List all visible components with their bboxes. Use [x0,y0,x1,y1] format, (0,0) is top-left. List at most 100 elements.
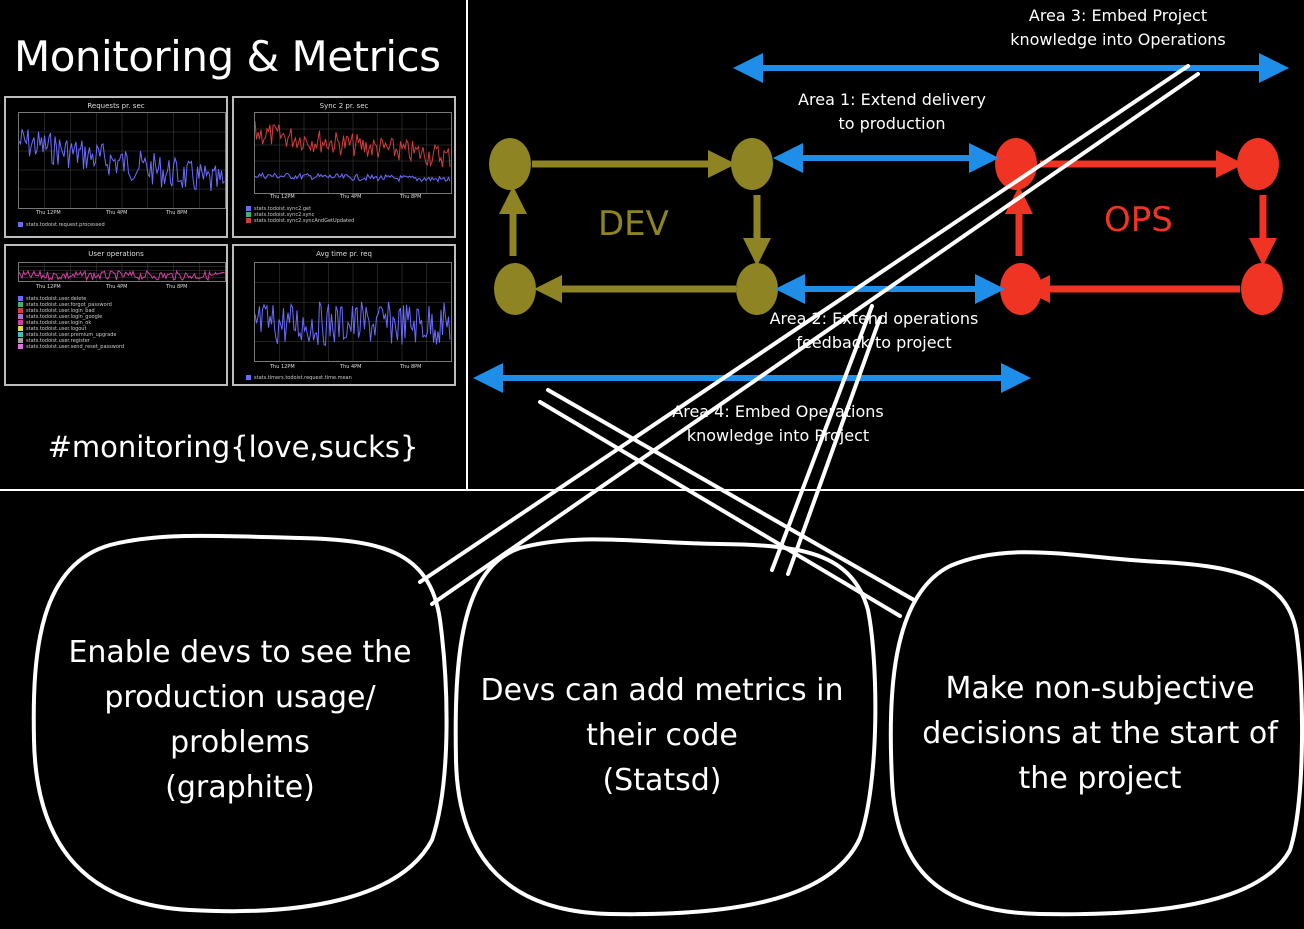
area3-line2: knowledge into Operations [1010,30,1226,49]
legend-item: stats.todoist.user.send_reset_password [18,344,124,350]
ops-node-bl [1000,263,1042,315]
legend: stats.timers.todoist.request.time.mean [246,375,352,381]
x-tick: Thu 4PM [106,284,128,290]
area2-label: Area 2: Extend operations feedback to pr… [760,307,988,355]
graph-panel-requests: Requests pr. sec Thu 12PM Thu 4PM Thu 8P… [4,96,228,238]
dev-node-tr [731,138,773,190]
x-tick: Thu 8PM [400,194,422,200]
plot-area [254,112,452,194]
legend-label: stats.todoist.user.logout [26,326,87,332]
legend-label: stats.todoist.user.send_reset_password [26,344,125,350]
chalk-line-1a [418,64,1190,584]
x-tick: Thu 4PM [340,364,362,370]
dev-label: DEV [598,204,669,244]
bubble-1-line: Enable devs to see the [68,635,412,670]
x-tick: Thu 8PM [166,284,188,290]
legend-item: stats.todoist.sync2.get [246,206,354,212]
legend: stats.todoist.user.delete stats.todoist.… [18,296,124,350]
x-tick: Thu 8PM [400,364,422,370]
legend-label: stats.todoist.user.login_google [26,314,103,320]
legend-item: stats.todoist.user.register [18,338,124,344]
legend-label: stats.todoist.sync2.sync [254,212,315,218]
bubble-3-line: Make non-subjective [945,671,1255,706]
area3-line1: Area 3: Embed Project [1028,6,1208,25]
area1-line1: Area 1: Extend delivery [798,90,986,109]
series-line-blue [254,172,451,183]
chalk-bubbles [31,533,1304,917]
bubble-2-line: Devs can add metrics in [480,673,844,708]
panel-title: Sync 2 pr. sec [319,102,369,110]
series-line [254,301,451,346]
bubble-1-line: (graphite) [165,770,315,805]
series-line [18,129,225,192]
bubble-1-line: production usage/ [104,680,376,715]
chalk-callouts [418,64,1200,618]
legend-label: stats.timers.todoist.request.time.mean [254,375,352,381]
plot-svg [18,263,225,282]
legend-item: stats.todoist.sync2.sync [246,212,354,218]
legend-label: stats.todoist.user.delete [26,296,87,302]
legend: stats.todoist.sync2.get stats.todoist.sy… [246,206,354,224]
legend-item: stats.todoist.user.premium_upgrade [18,332,124,338]
legend-label: stats.todoist.sync2.syncAndGetUpdated [254,218,355,224]
legend-label: stats.todoist.user.register [26,338,90,344]
chalk-line-2b [786,316,882,576]
x-tick: Thu 4PM [340,194,362,200]
plot-grid [255,263,451,361]
panel-title: User operations [88,250,144,258]
area1-label: Area 1: Extend delivery to production [780,88,1004,136]
ops-node-tr [1237,138,1279,190]
dev-node-bl [494,263,536,315]
bubble-outline-1 [31,533,449,914]
legend-item: stats.todoist.user.delete [18,296,124,302]
area1-line2: to production [838,114,946,133]
graph-panel-user-operations: User operations Thu 12PM Thu 4PM Thu 8PM… [4,244,228,386]
bubble-3-line: the project [1018,761,1182,796]
ops-node-br [1241,263,1283,315]
legend-item: stats.todoist.user.forgot_password [18,302,124,308]
horizontal-divider [0,489,1304,491]
dev-node-tl [489,138,531,190]
graph-panel-sync: Sync 2 pr. sec Thu 12PM Thu 4PM Thu 8PM … [232,96,456,238]
x-tick: Thu 4PM [106,210,128,216]
ops-label: OPS [1104,200,1173,240]
area2-line1: Area 2: Extend operations [769,309,979,328]
bubble-text-2: Devs can add metrics in their code (Stat… [462,668,862,803]
legend-item: stats.todoist.user.login_bad [18,308,124,314]
series-line [18,269,225,282]
legend-item: stats.todoist.user.login_google [18,314,124,320]
panel-title: Avg time pr. req [316,250,372,258]
plot-svg [18,113,225,208]
bubble-3-line: decisions at the start of [922,716,1278,751]
legend-label: stats.todoist.user.login_ok [26,320,92,326]
series-line-red [254,121,451,168]
plot-svg [254,113,451,193]
plot-area [18,262,226,282]
hashtag: #monitoring{love,sucks} [47,430,419,464]
chalk-line-3b [538,400,902,618]
dev-loop [489,138,778,315]
legend-label: stats.todoist.request.processed [26,222,105,228]
x-tick: Thu 8PM [166,210,188,216]
legend-item: stats.todoist.sync2.syncAndGetUpdated [246,218,354,224]
bubble-1-line: problems [170,725,310,760]
x-tick: Thu 12PM [36,284,61,290]
plot-area [254,262,452,362]
legend: stats.todoist.request.processed [18,222,105,228]
bubble-outline-2 [453,537,878,917]
legend-label: stats.todoist.user.premium_upgrade [26,332,117,338]
plot-svg [254,263,451,361]
vertical-divider [466,0,468,489]
x-tick: Thu 12PM [36,210,61,216]
area4-label: Area 4: Embed Operations knowledge into … [664,400,892,448]
bubble-text-1: Enable devs to see the production usage/… [40,630,440,810]
legend-item: stats.todoist.user.logout [18,326,124,332]
legend-item: stats.timers.todoist.request.time.mean [246,375,352,381]
plot-grid [19,113,225,208]
slide-title: Monitoring & Metrics [14,32,441,81]
area4-line1: Area 4: Embed Operations [672,402,884,421]
ops-node-tl [995,138,1037,190]
x-tick: Thu 12PM [270,194,295,200]
legend-label: stats.todoist.user.login_bad [26,308,95,314]
